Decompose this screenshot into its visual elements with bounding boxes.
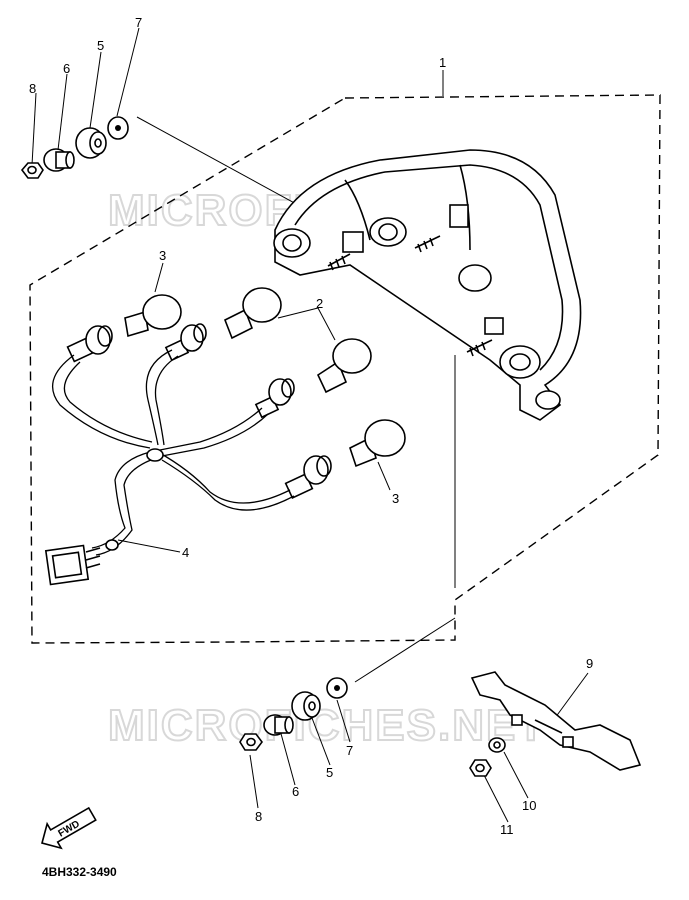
damper-lower — [291, 691, 321, 721]
hex-nut — [469, 759, 492, 777]
washer-lower — [326, 677, 348, 699]
callout-5-top: 5 — [97, 38, 104, 53]
lower-fasteners — [239, 677, 348, 751]
callout-9: 9 — [586, 656, 593, 671]
callout-3-bottom: 3 — [392, 491, 399, 506]
housing-studs — [327, 235, 493, 357]
license-bracket — [470, 671, 642, 771]
bulb-sockets — [66, 323, 332, 499]
callout-8-bottom: 8 — [255, 809, 262, 824]
callout-5-bottom: 5 — [326, 765, 333, 780]
watermark-bottom: MICROFICHES.NET — [108, 701, 546, 750]
flange-nut — [488, 737, 506, 753]
nut-lower — [239, 733, 263, 751]
socket-4 — [284, 455, 332, 499]
damper-upper — [75, 127, 107, 159]
callout-3-top: 3 — [159, 248, 166, 263]
socket-3 — [254, 378, 295, 419]
callout-4: 4 — [182, 545, 189, 560]
diagram-code: 4BH332-3490 — [42, 865, 117, 879]
assembly-boundary — [29, 94, 661, 644]
callout-6-bottom: 6 — [292, 784, 299, 799]
collar-lower — [263, 714, 294, 736]
socket-1 — [66, 325, 113, 363]
bulb-lower — [349, 419, 406, 468]
callout-7-bottom: 7 — [346, 743, 353, 758]
fwd-arrow-icon: FWD — [41, 806, 97, 850]
wire-harness — [44, 349, 295, 586]
bulb-top-left — [124, 294, 182, 338]
socket-2 — [164, 323, 207, 362]
collar-upper — [43, 148, 75, 172]
callout-1: 1 — [439, 55, 446, 70]
callout-2: 2 — [316, 296, 323, 311]
bulb-top-middle — [223, 287, 282, 340]
upper-fasteners — [20, 116, 129, 179]
tail-light-housing — [273, 149, 582, 421]
washer-upper — [107, 116, 129, 140]
fwd-label: FWD — [56, 819, 81, 840]
nut-upper — [20, 162, 44, 179]
callout-10: 10 — [522, 798, 536, 813]
callout-11: 11 — [500, 822, 514, 837]
callout-7-top: 7 — [135, 15, 142, 30]
callout-8-top: 8 — [29, 81, 36, 96]
bulbs — [124, 287, 406, 468]
callout-6-top: 6 — [63, 61, 70, 76]
bulb-right — [316, 338, 372, 394]
